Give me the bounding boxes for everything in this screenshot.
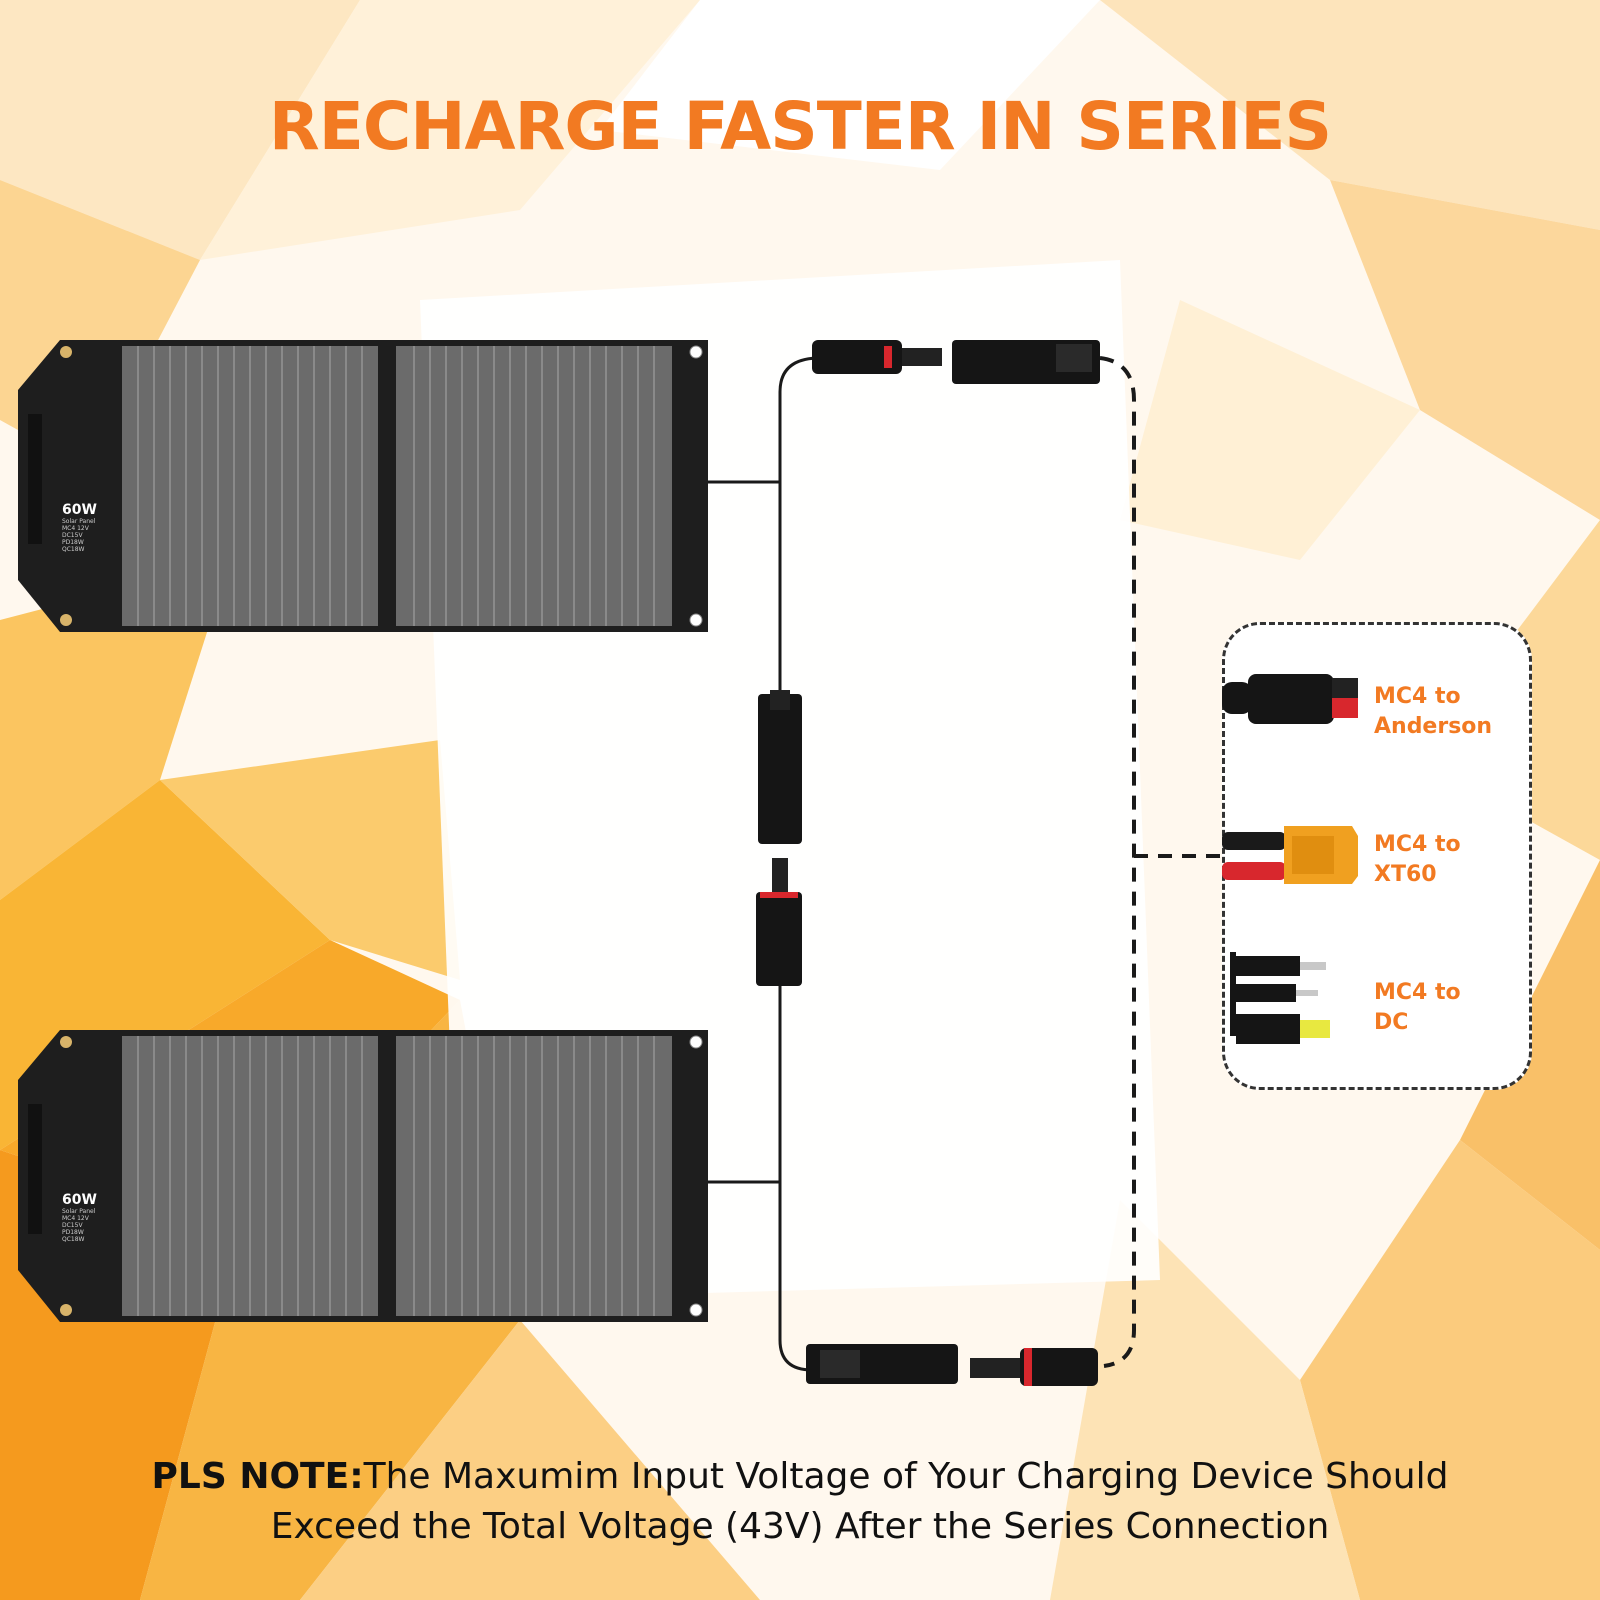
voltage-note: PLS NOTE:The Maxumim Input Voltage of Yo… [0,1452,1600,1552]
panel-spec-label: 60W Solar Panel MC4 12V DC15V PD18W QC18… [62,1192,132,1243]
mc4-connector-icon [970,1348,1098,1386]
dc-plug-icon [1230,952,1330,1044]
mc4-connector-icon [756,858,802,986]
adapter-label-line: MC4 to [1374,684,1461,709]
panel-spec: MC4 12V [62,525,89,532]
adapter-label-dc: MC4 to DC [1374,978,1461,1038]
panel-spec: DC15V [62,1222,83,1229]
note-line-1: PLS NOTE:The Maxumim Input Voltage of Yo… [0,1452,1600,1502]
mc4-connector-icon [758,690,802,844]
adapter-icons [1222,674,1358,1044]
adapter-label-anderson: MC4 to Anderson [1374,682,1492,742]
solid-cable [708,356,821,1372]
mc4-connector-icon [952,340,1100,384]
adapter-label-line: Anderson [1374,714,1493,739]
panel-spec: QC18W [62,1236,85,1243]
dashed-cable [1099,356,1222,1368]
adapter-label-line: XT60 [1374,862,1437,887]
panel-spec: PD18W [62,539,84,546]
panel-spec: PD18W [62,1229,84,1236]
note-prefix: PLS NOTE: [151,1456,364,1497]
panel-watt: 60W [62,1192,97,1208]
anderson-connector-icon [1222,674,1358,724]
panel-name: Solar Panel [62,518,96,525]
mc4-connector-icon [812,340,942,374]
xt60-connector-icon [1222,826,1358,884]
mc4-connector-icon [806,1344,958,1384]
note-text: The Maxumim Input Voltage of Your Chargi… [363,1456,1449,1497]
adapter-label-line: DC [1374,1010,1409,1035]
adapter-label-line: MC4 to [1374,832,1461,857]
panel-name: Solar Panel [62,1208,96,1215]
adapter-label-xt60: MC4 to XT60 [1374,830,1461,890]
note-line-2: Exceed the Total Voltage (43V) After the… [270,1506,1330,1547]
adapter-label-line: MC4 to [1374,980,1461,1005]
panel-watt: 60W [62,502,97,518]
solar-panel-top-graphic [18,340,708,632]
panel-spec-label: 60W Solar Panel MC4 12V DC15V PD18W QC18… [62,502,132,553]
solar-panel-bottom: 60W Solar Panel MC4 12V DC15V PD18W QC18… [18,1030,708,1322]
panel-spec: MC4 12V [62,1215,89,1222]
solar-panel-bottom-graphic [18,1030,708,1322]
solar-panel-top: 60W Solar Panel MC4 12V DC15V PD18W QC18… [18,340,708,632]
page-title: RECHARGE FASTER IN SERIES [268,88,1332,165]
panel-spec: DC15V [62,532,83,539]
panel-spec: QC18W [62,546,85,553]
